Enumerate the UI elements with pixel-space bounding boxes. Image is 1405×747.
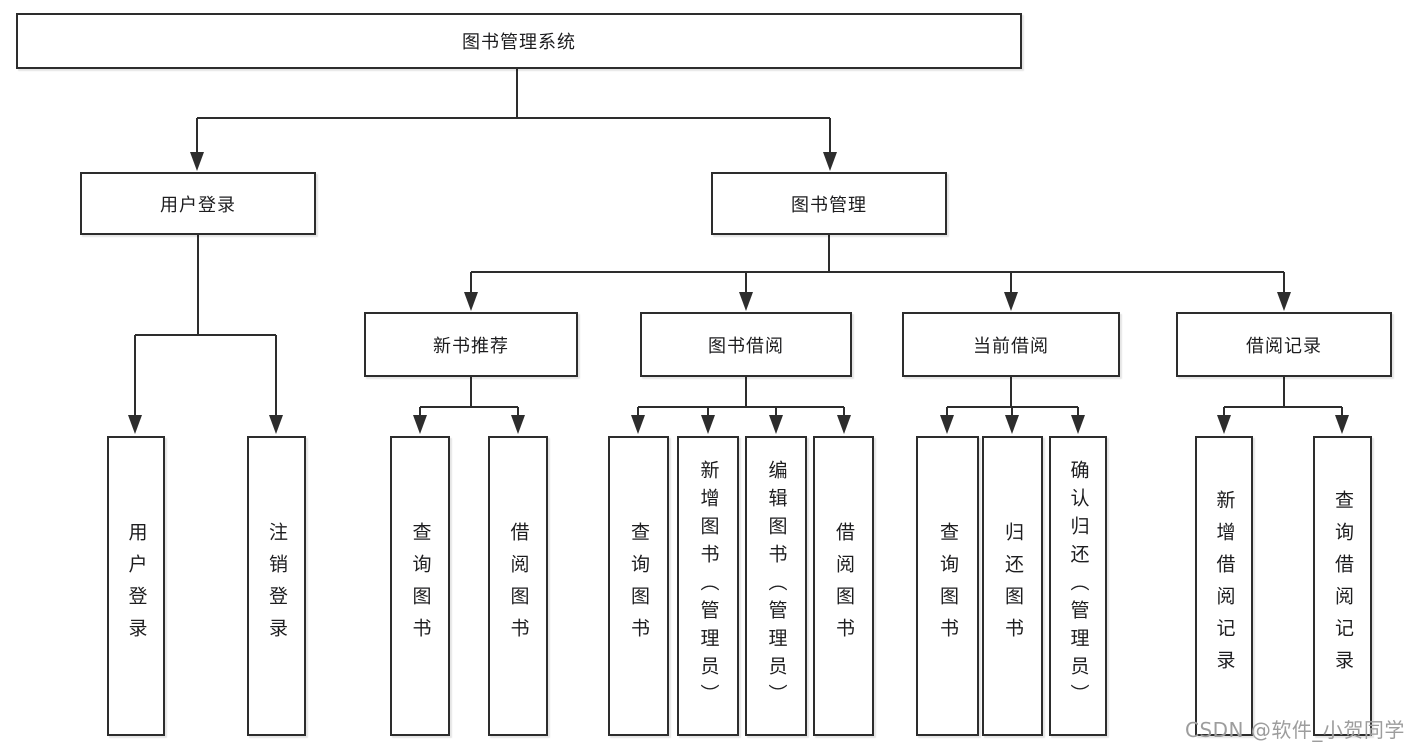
leaf-add-borrow-record-label: 新增借阅记录 <box>1213 490 1236 682</box>
leaf-borrow-query-books: 查询图书 <box>608 436 669 736</box>
leaf-edit-books-admin: 编辑图书（管理员） <box>745 436 807 736</box>
node-current-borrow-label: 当前借阅 <box>973 335 1049 357</box>
leaf-add-books-admin: 新增图书（管理员） <box>677 436 739 736</box>
leaf-recommend-borrow-books-label: 借阅图书 <box>507 522 530 650</box>
leaf-confirm-return-admin-label: 确认归还（管理员） <box>1067 460 1090 712</box>
leaf-return-books: 归还图书 <box>982 436 1043 736</box>
leaf-user-login-label: 用户登录 <box>125 522 148 650</box>
leaf-edit-books-admin-label: 编辑图书（管理员） <box>765 460 788 712</box>
node-root-label: 图书管理系统 <box>462 32 576 53</box>
csdn-watermark: CSDN @软件_小贺同学 <box>1185 718 1405 742</box>
node-borrow-records: 借阅记录 <box>1176 312 1392 377</box>
leaf-recommend-borrow-books: 借阅图书 <box>488 436 548 736</box>
node-current-borrow: 当前借阅 <box>902 312 1120 377</box>
node-user-login: 用户登录 <box>80 172 316 235</box>
node-user-login-label: 用户登录 <box>160 194 236 216</box>
node-root: 图书管理系统 <box>16 13 1022 69</box>
leaf-query-borrow-record: 查询借阅记录 <box>1313 436 1372 736</box>
leaf-borrow-books-label: 借阅图书 <box>833 522 855 650</box>
leaf-borrow-query-books-label: 查询图书 <box>628 522 650 650</box>
node-book-management-label: 图书管理 <box>791 194 867 216</box>
node-book-management: 图书管理 <box>711 172 947 235</box>
leaf-confirm-return-admin: 确认归还（管理员） <box>1049 436 1107 736</box>
node-new-book-recommend-label: 新书推荐 <box>433 335 509 357</box>
leaf-add-books-admin-label: 新增图书（管理员） <box>697 460 720 712</box>
leaf-logout: 注销登录 <box>247 436 306 736</box>
leaf-recommend-query-books-label: 查询图书 <box>409 522 432 650</box>
leaf-add-borrow-record: 新增借阅记录 <box>1195 436 1253 736</box>
leaf-user-login: 用户登录 <box>107 436 165 736</box>
node-book-borrow-label: 图书借阅 <box>708 335 784 357</box>
node-borrow-records-label: 借阅记录 <box>1246 335 1322 357</box>
leaf-recommend-query-books: 查询图书 <box>390 436 450 736</box>
leaf-return-books-label: 归还图书 <box>1002 522 1024 650</box>
leaf-logout-label: 注销登录 <box>266 522 288 650</box>
leaf-current-query-books: 查询图书 <box>916 436 979 736</box>
node-new-book-recommend: 新书推荐 <box>364 312 578 377</box>
leaf-query-borrow-record-label: 查询借阅记录 <box>1332 490 1354 682</box>
node-book-borrow: 图书借阅 <box>640 312 852 377</box>
leaf-borrow-books: 借阅图书 <box>813 436 874 736</box>
leaf-current-query-books-label: 查询图书 <box>937 522 959 650</box>
